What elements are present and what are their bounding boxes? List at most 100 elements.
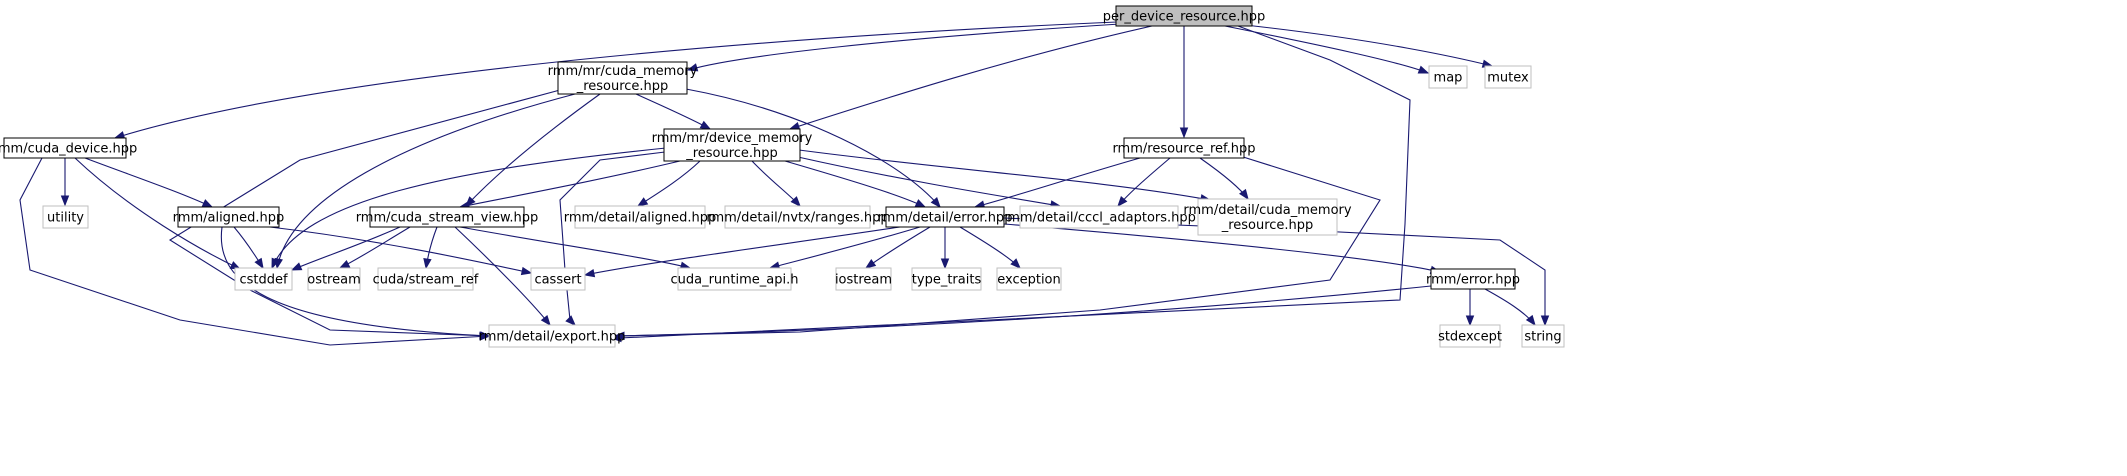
node-box xyxy=(724,205,871,229)
node-label: _resource.hpp xyxy=(1221,218,1314,233)
edge-cuda_device-to-utility xyxy=(60,158,70,207)
node-label: string xyxy=(1524,330,1561,345)
arrowhead xyxy=(338,259,351,269)
edge-device_memory_resource-to-detail_error xyxy=(784,160,927,208)
node-box xyxy=(996,267,1062,291)
edge-line xyxy=(974,157,1141,208)
arrowhead xyxy=(613,331,625,341)
node-utility: utility xyxy=(42,205,89,229)
node-label: cuda/stream_ref xyxy=(373,273,479,288)
edge-line xyxy=(559,151,666,326)
arrowhead xyxy=(864,259,877,269)
node-box xyxy=(369,206,525,228)
node-label: utility xyxy=(47,211,84,226)
node-label: mutex xyxy=(1487,71,1529,86)
node-box xyxy=(1197,198,1338,236)
node-box xyxy=(557,61,688,95)
node-label: rmm/resource_ref.hpp xyxy=(1112,142,1255,157)
edge-line xyxy=(789,25,1153,130)
edge-line xyxy=(798,149,1211,201)
node-label: rmm/detail/aligned.hpp xyxy=(564,211,717,226)
node-rmm_error[interactable]: rmm/error.hpp xyxy=(1426,268,1520,290)
edge-cuda_memory_resource-to-cuda_stream_view xyxy=(465,93,601,208)
edge-device_memory_resource-to-cccl_adaptors xyxy=(797,156,1062,209)
edge-detail_error-to-exception xyxy=(959,226,1021,269)
node-type_traits: type_traits xyxy=(911,267,982,291)
arrowhead xyxy=(686,63,699,72)
edge-device_memory_resource-to-nvtx_ranges xyxy=(751,160,801,208)
node-label: rmm/detail/cccl_adaptors.hpp xyxy=(1002,211,1196,226)
node-box xyxy=(885,206,1005,228)
edge-per_device_resource-to-export xyxy=(610,25,1411,343)
node-label: exception xyxy=(997,273,1061,288)
edge-line xyxy=(459,226,691,269)
node-box xyxy=(835,267,892,291)
arrowhead xyxy=(1179,127,1189,139)
node-cuda_device[interactable]: rmm/cuda_device.hpp xyxy=(0,137,137,159)
node-box xyxy=(1430,268,1516,290)
node-label: per_device_resource.hpp xyxy=(1103,10,1265,25)
edge-device_memory_resource-to-cstddef xyxy=(271,147,667,270)
node-label: rmm/detail/nvtx/ranges.hpp xyxy=(706,211,888,226)
arrowhead xyxy=(940,258,950,270)
edge-cuda_stream_view-to-stream_ref xyxy=(423,226,438,270)
node-cuda_runtime_api: cuda_runtime_api.h xyxy=(670,267,799,291)
node-label: rmm/detail/error.hpp xyxy=(878,211,1013,226)
arrowhead xyxy=(423,257,432,270)
arrowhead xyxy=(520,266,533,276)
arrowhead xyxy=(1010,258,1021,269)
node-export: rmm/detail/export.hpp xyxy=(479,324,626,348)
node-box xyxy=(42,205,89,229)
edge-line xyxy=(291,226,401,271)
node-cuda_memory_resource[interactable]: rmm/mr/cuda_memory_resource.hpp xyxy=(548,61,698,95)
edge-line xyxy=(114,21,1118,139)
edge-rmm_error-to-stdexcept xyxy=(1465,289,1475,327)
node-label: _resource.hpp xyxy=(685,146,778,161)
edge-line xyxy=(84,157,213,208)
edge-cuda_stream_view-to-export xyxy=(454,226,551,327)
node-label: rmm/detail/export.hpp xyxy=(479,330,626,345)
node-detail_error[interactable]: rmm/detail/error.hpp xyxy=(878,206,1013,228)
node-box xyxy=(911,267,982,291)
node-resource_ref[interactable]: rmm/resource_ref.hpp xyxy=(1112,137,1256,159)
node-per_device_resource[interactable]: per_device_resource.hpp xyxy=(1103,5,1265,27)
edge-line xyxy=(1003,223,1441,273)
edge-aligned-to-cassert xyxy=(269,226,533,276)
node-device_memory_resource[interactable]: rmm/mr/device_memory_resource.hpp xyxy=(652,128,813,162)
edge-line xyxy=(220,226,490,337)
edge-line xyxy=(612,25,1411,339)
arrowhead xyxy=(914,199,927,208)
edge-cuda_memory_resource-to-detail_error xyxy=(685,88,941,209)
arrowhead xyxy=(479,331,491,340)
node-cccl_adaptors: rmm/detail/cccl_adaptors.hpp xyxy=(1002,205,1196,229)
nodes-layer: per_device_resource.hpp rmm/mr/cuda_memor… xyxy=(0,5,1565,348)
edge-resource_ref-to-detail_error xyxy=(973,157,1141,209)
node-cuda_stream_view[interactable]: rmm/cuda_stream_view.hpp xyxy=(356,206,539,228)
node-aligned[interactable]: rmm/aligned.hpp xyxy=(173,206,285,228)
edge-line xyxy=(1224,25,1429,74)
node-label: cstddef xyxy=(239,273,288,288)
arrowhead xyxy=(565,315,576,326)
node-iostream: iostream xyxy=(835,267,892,291)
node-box xyxy=(1019,205,1179,229)
arrowhead xyxy=(636,197,649,207)
node-label: cassert xyxy=(534,273,581,288)
edge-per_device_resource-to-resource_ref xyxy=(1179,26,1189,139)
node-label: stdexcept xyxy=(1438,330,1502,345)
node-box xyxy=(377,267,474,291)
edge-line xyxy=(614,155,1381,337)
arrowhead xyxy=(271,257,280,270)
arrowhead xyxy=(201,199,214,208)
node-box xyxy=(1484,65,1532,89)
edge-aligned-to-export xyxy=(220,226,491,340)
edge-line xyxy=(751,160,801,207)
node-label: rmm/aligned.hpp xyxy=(173,211,285,226)
node-stream_ref: cuda/stream_ref xyxy=(373,267,479,291)
edge-rmm_error-to-export xyxy=(613,285,1432,341)
arrowhead xyxy=(1465,315,1475,327)
edge-cuda_memory_resource-to-cstddef xyxy=(274,93,576,270)
node-box xyxy=(574,205,706,229)
node-label: ostream xyxy=(307,273,361,288)
arrowhead xyxy=(930,197,941,209)
node-box xyxy=(234,267,293,291)
